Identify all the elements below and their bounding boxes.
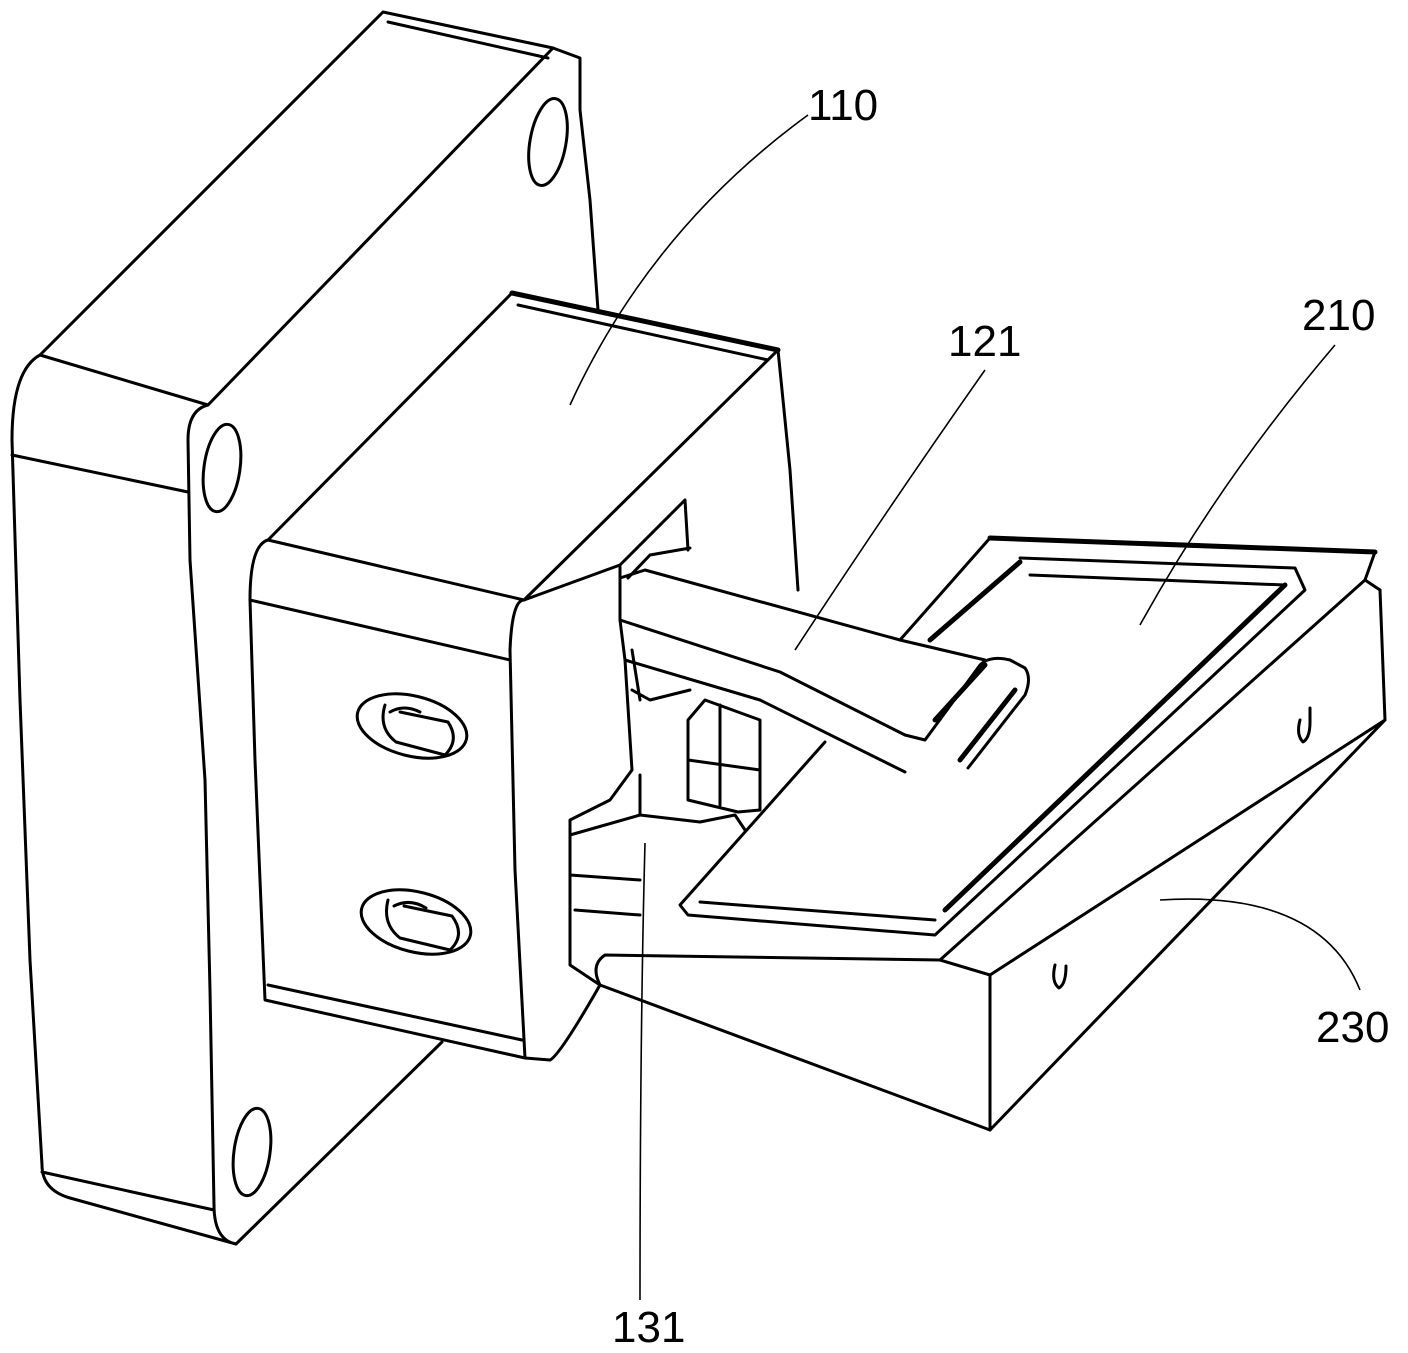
leader-210 (1139, 344, 1336, 626)
flange-top-edge-inner (386, 20, 550, 60)
base-front-face (594, 953, 992, 1132)
flange-hole-top-right (527, 97, 569, 187)
housing-top-inner (516, 303, 770, 362)
latch-block-upper (686, 698, 762, 814)
housing-side-face (522, 563, 622, 1062)
plate-recess-outline (678, 556, 1307, 937)
ref-label-131: 131 (612, 1303, 685, 1352)
leader-121 (794, 369, 986, 651)
base-pin-right (1297, 706, 1312, 744)
flange-chamfer-bottom (40, 1170, 216, 1212)
housing-top-face (266, 291, 780, 602)
ref-label-230: 230 (1316, 1003, 1389, 1052)
housing-front-bottom-chamfer (266, 983, 524, 1042)
housing-screw-lower (359, 888, 473, 956)
housing-right-back-edge (776, 348, 800, 592)
flange-front-face (10, 353, 238, 1246)
leader-230 (1159, 898, 1361, 991)
plate-recess-edge-heavy (927, 559, 1288, 913)
ref-label-110: 110 (808, 81, 878, 130)
latch-bar-121 (618, 568, 1030, 774)
latch-bar-underside (623, 658, 907, 774)
base-right-edge (1363, 578, 1382, 592)
leader-lines (569, 114, 1361, 1301)
flange-chamfer-top (10, 453, 190, 494)
housing-front-chamfer (248, 598, 512, 662)
base-pin-front (1052, 963, 1068, 990)
base-right-bottom (988, 718, 1387, 1132)
plate-recess-inner (698, 573, 1287, 922)
flange-right-top (206, 46, 600, 407)
ref-label-121: 121 (948, 317, 1021, 366)
base-top-back-edge (987, 535, 1378, 555)
opening-outline (568, 498, 690, 987)
flange-top-edge (38, 10, 555, 357)
ref-label-210: 210 (1302, 291, 1375, 340)
latch-bar-end (903, 656, 1030, 770)
latch-bar-top (618, 568, 987, 662)
flange-hole-bottom-left (231, 1106, 273, 1198)
latch-bar-front (618, 618, 907, 737)
strike-base-230 (594, 535, 1387, 1132)
housing-110 (248, 290, 800, 1062)
latch-bar-end-edge (932, 662, 1018, 763)
leader-110 (569, 114, 809, 406)
housing-top-edge-back (509, 290, 781, 353)
housing-screw-upper (355, 692, 469, 760)
latch-block-lines (686, 703, 762, 807)
flange-bottom-edge (234, 1040, 444, 1246)
base-front-right (938, 588, 1387, 977)
mounting-flange (10, 10, 600, 1246)
leader-131 (639, 842, 646, 1301)
latch-block-lower (568, 813, 747, 917)
latch-block-side (630, 648, 692, 817)
flange-hole-mid-left (201, 422, 243, 514)
housing-front-face (248, 538, 527, 1060)
opening-inner-left (626, 546, 692, 580)
latch-mechanism-131 (568, 498, 762, 987)
